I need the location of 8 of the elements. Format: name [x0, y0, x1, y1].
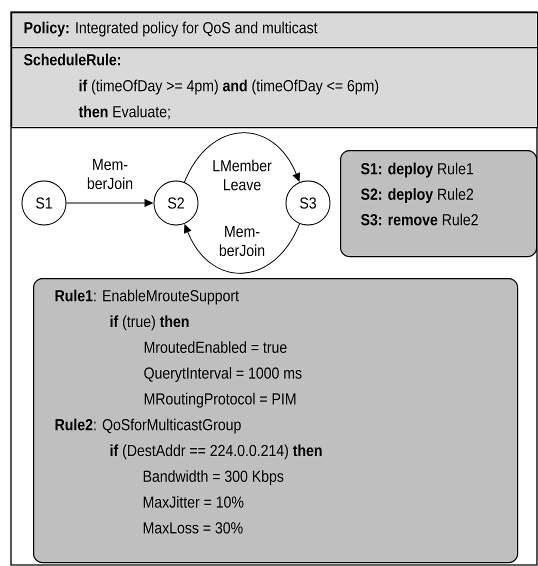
- edge-label: Mem- berJoin: [85, 158, 135, 190]
- policy-band: Policy: Integrated policy for QoS and multicast: [11, 12, 538, 48]
- edge-label: LMember Leave: [211, 158, 273, 192]
- action-box: S1: deploy Rule1 S2: deploy Rule2 S3: remove Rule2: [340, 150, 538, 258]
- arrow: [184, 132, 300, 183]
- rule-box: Rule1: EnableMrouteSupport if (true) then MroutedEnabled = true QuerytInterval = 1000 ms MRoutingProtocol = PIM Rule2: QoSforMulticastGroup if (DestAddr == 224.0.0.214) then Bandwidth = 300 Kbps MaxJitter = 10% MaxLoss = 30%: [33, 278, 518, 564]
- arrow: [184, 223, 300, 274]
- edge-label: Mem- berJoin: [217, 224, 267, 258]
